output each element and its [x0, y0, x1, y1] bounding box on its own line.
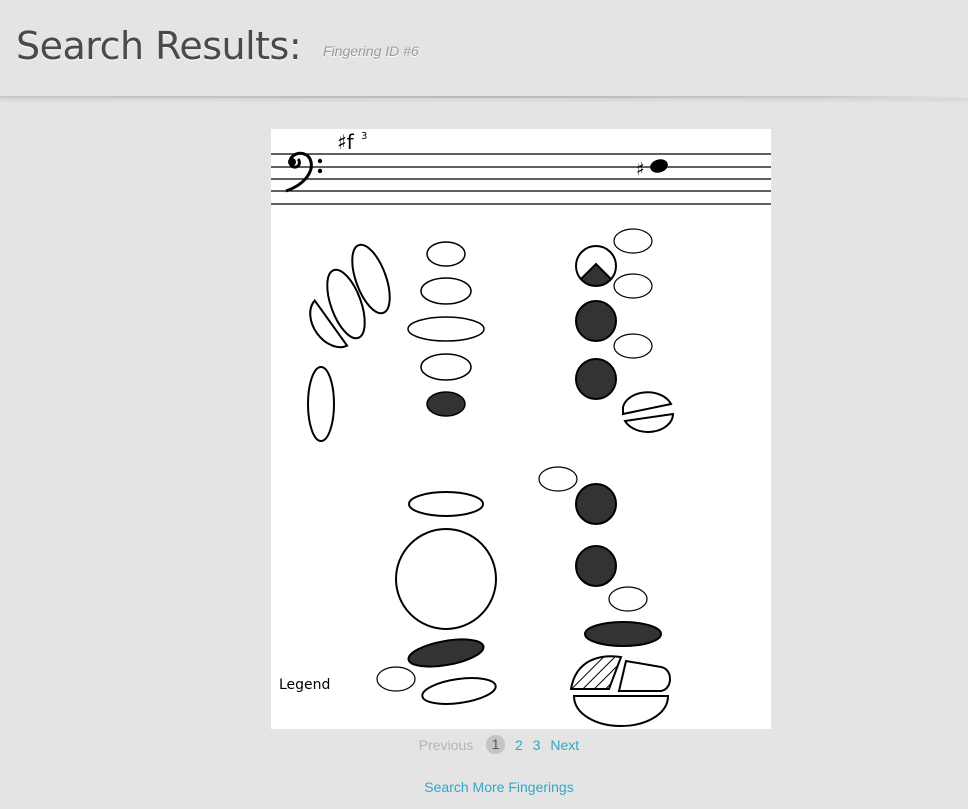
- page-title: Search Results:: [16, 24, 302, 68]
- thumb-keys-upper: [613, 228, 653, 359]
- whisper-keys: [307, 243, 391, 442]
- sharp-accidental: ♯: [636, 159, 645, 180]
- fingering-id-label: Fingering ID #6: [323, 43, 419, 59]
- previous-button: Previous: [418, 736, 474, 753]
- header-divider: [0, 96, 968, 98]
- left-hand-keys: [407, 241, 485, 417]
- next-button[interactable]: Next: [550, 736, 580, 753]
- tone-holes-upper: [575, 245, 675, 433]
- tone-holes-lower: [575, 483, 662, 647]
- bass-clef-icon: [285, 151, 323, 193]
- note-head: [650, 159, 668, 173]
- pagination: Previous 1 2 3 Next: [0, 735, 968, 755]
- page-3-button[interactable]: 3: [532, 736, 541, 753]
- music-staff: [271, 153, 771, 205]
- page-2-button[interactable]: 2: [515, 736, 523, 753]
- search-more-fingerings-link[interactable]: Search More Fingerings: [424, 779, 574, 795]
- note-name-label: ♯f: [337, 130, 355, 154]
- octave-number: 3: [361, 131, 367, 142]
- fingering-chart: ♯f 3 ♯: [271, 129, 771, 729]
- page-header: Search Results: Fingering ID #6: [0, 0, 968, 100]
- thumb-keys-lower: [538, 466, 648, 612]
- legend-label[interactable]: Legend: [279, 677, 330, 693]
- page-1-button[interactable]: 1: [486, 735, 506, 754]
- little-finger-keys: [569, 655, 671, 728]
- right-hand-keys: [395, 491, 497, 705]
- legend-key: [376, 666, 416, 692]
